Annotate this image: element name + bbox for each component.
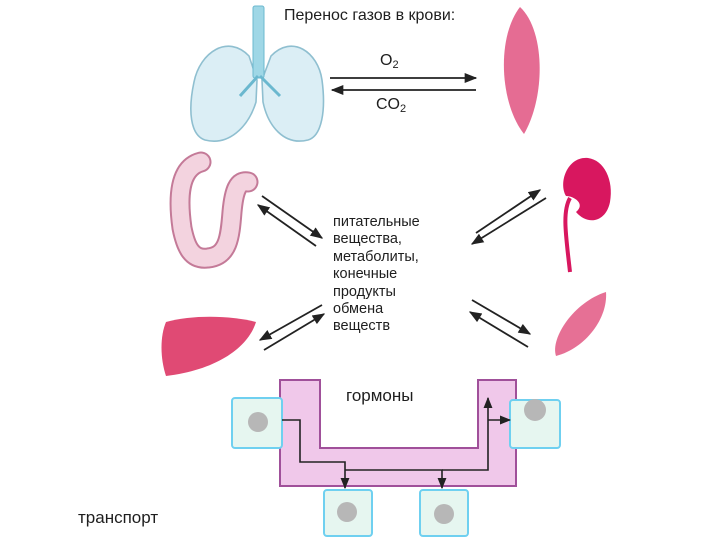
nucleus [337,502,357,522]
cell-bottom-left [323,489,373,537]
substances-line: продукты [333,283,396,300]
nucleus [524,399,546,421]
arrow-intestine-in [256,204,317,247]
intestine-inner [171,153,257,267]
arrow-liver-out [263,313,326,351]
cell-left [231,397,283,449]
arrow-muscle-out [471,299,532,335]
lungs-icon [190,5,325,142]
left-lung [190,45,258,142]
substances-line: веществ [333,318,391,335]
kidney-icon [563,157,611,273]
arrow-liver-in [258,304,323,341]
nucleus [434,504,454,524]
substances-line: метаболиты, [333,248,419,265]
substances-line: вещества, [333,231,402,248]
bronchi [238,74,282,98]
carbon-dioxide-label: CO2 [376,96,407,115]
arrow-kidney-in [475,189,542,234]
liver-icon [161,316,256,376]
cell-right [509,399,561,449]
right-lung [261,45,325,142]
hormone-arrows [282,396,512,490]
substances-line: обмена [333,301,384,318]
arrow-muscle-in [468,311,529,348]
muscle-icon [503,7,540,134]
cell-bottom-right [419,489,469,537]
small-muscle-icon [555,292,607,356]
substances-label: питательные вещества, метаболиты, конечн… [333,214,420,336]
exchange-arrows [256,189,547,351]
hormones-label: гормоны [346,386,414,405]
nucleus [248,412,268,432]
substances-line: питательные [333,214,420,230]
hormone-arrow-up [442,396,493,471]
gas-exchange-arrows [330,72,478,96]
trachea [252,5,265,79]
substances-line: конечные [333,266,398,283]
hormone-transport-band [279,379,517,487]
diagram-title: Перенос газов в крови: [284,7,456,24]
oxygen-label: O2 [380,52,399,71]
arrow-intestine-out [261,195,324,239]
arrow-kidney-out [470,197,547,245]
transport-label: транспорт [78,508,159,527]
